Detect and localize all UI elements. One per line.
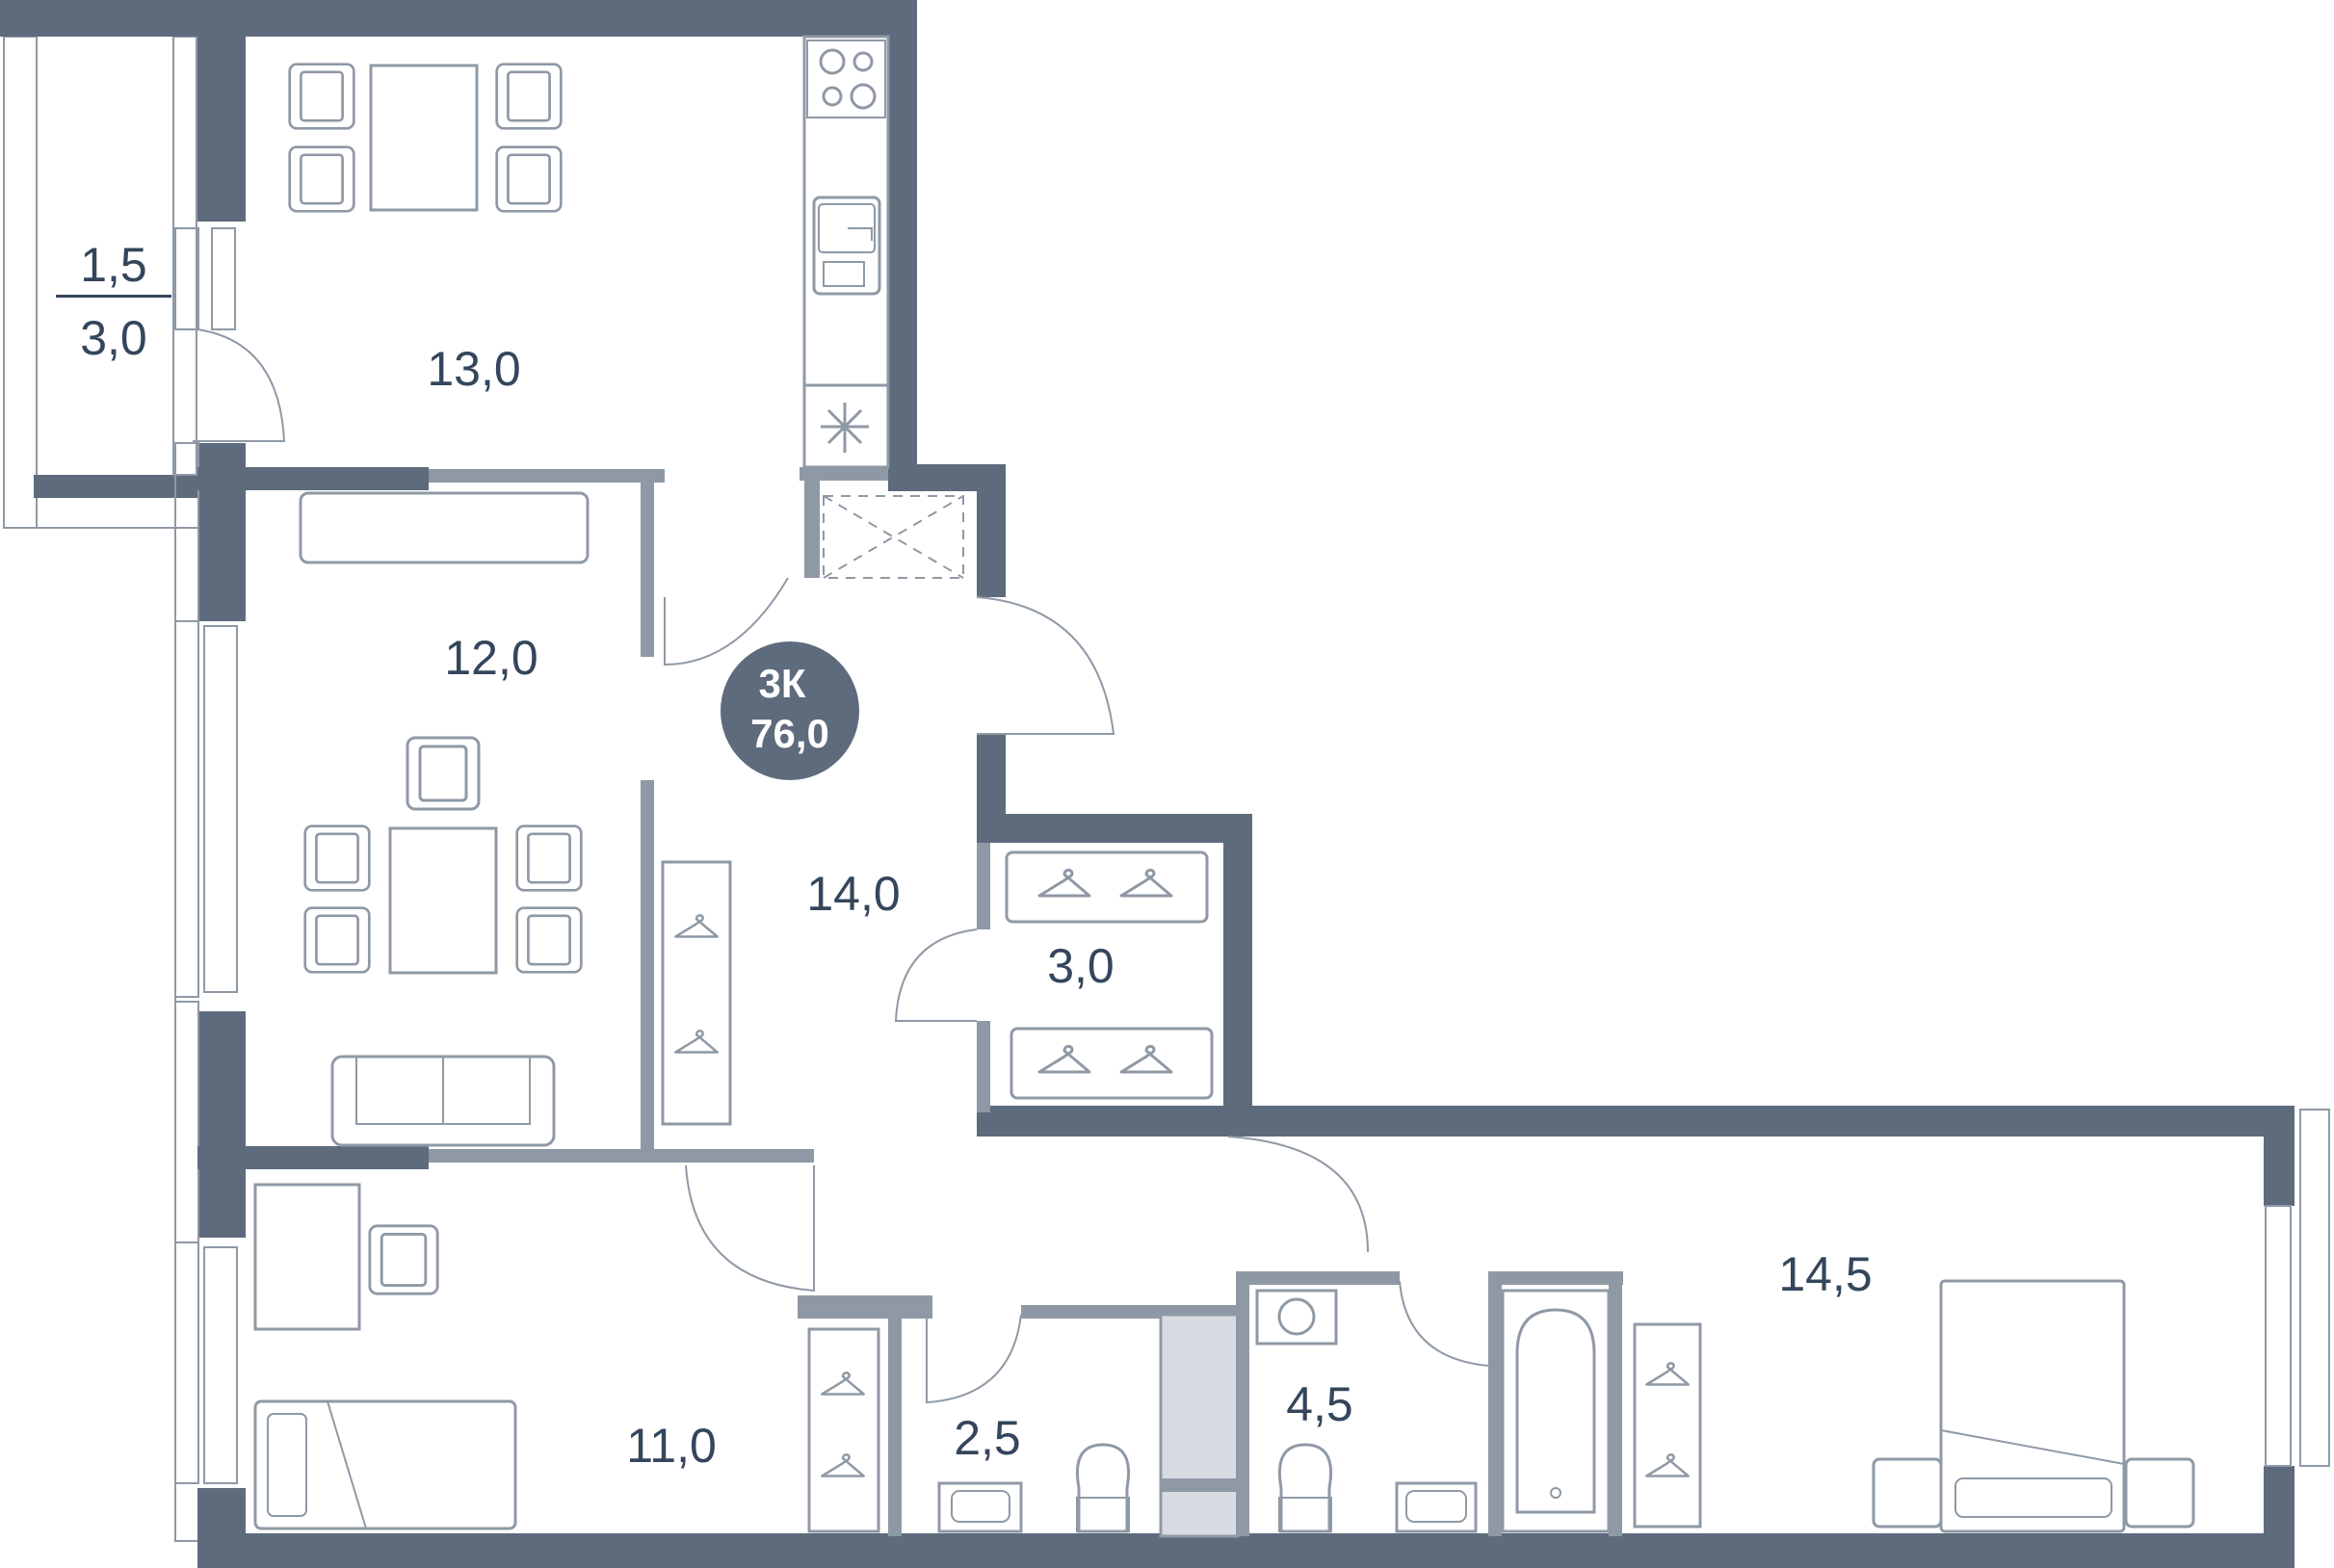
area-labels: 1,5 3,0 13,0 12,0 14,0 3,0 11,0 2,5 4,5 …: [56, 238, 1873, 1473]
clothes-hanger-icon: [1645, 1361, 1690, 1386]
toilet-icon: [1277, 1443, 1333, 1533]
apartment-type: 3К: [759, 661, 806, 706]
clothes-hanger-icon: [1037, 868, 1091, 898]
kitchen-area: 13,0: [427, 342, 520, 396]
snowflake-icon: [802, 383, 890, 469]
clothes-hanger-icon: [821, 1452, 865, 1477]
small-bedroom-furniture: [253, 1183, 880, 1533]
clothes-hanger-icon: [1119, 868, 1173, 898]
apartment-total-area: 76,0: [750, 711, 829, 756]
toilet-icon: [1075, 1443, 1131, 1533]
master-bedroom-area: 14,5: [1778, 1247, 1872, 1301]
sofa: [330, 1055, 556, 1147]
windows-left: [174, 227, 238, 1542]
doors: [193, 328, 1489, 1404]
clothes-hanger-icon: [1645, 1452, 1690, 1477]
wardrobe-hallway: [661, 860, 732, 1126]
kitchen-furniture: [288, 35, 890, 469]
apartment-badge: 3К 76,0: [721, 641, 859, 780]
wardrobe-room-furniture: [1005, 850, 1214, 1100]
washing-machine-icon: [1255, 1289, 1338, 1346]
balcony-fraction-bar: [56, 295, 171, 298]
stove-icon: [806, 39, 886, 118]
sink-icon: [1395, 1481, 1478, 1533]
small-bedroom-area: 11,0: [626, 1419, 717, 1473]
clothes-hanger-icon: [674, 913, 719, 938]
wardrobe-master: [1633, 1322, 1702, 1529]
clothes-hanger-icon: [674, 1029, 719, 1054]
sink-icon: [937, 1481, 1023, 1533]
clothes-hanger-icon: [1037, 1044, 1091, 1074]
hallway-area: 14,0: [806, 867, 900, 921]
living-room-area: 12,0: [444, 631, 538, 685]
interior-walls: [197, 467, 1623, 1538]
bathroom-area: 4,5: [1286, 1377, 1353, 1431]
clothes-hanger-icon: [1119, 1044, 1173, 1074]
wc-furniture: [937, 1443, 1131, 1533]
balcony-area-bottom: 3,0: [80, 311, 147, 365]
bathtub-icon: [1501, 1289, 1611, 1533]
sink-icon: [812, 196, 881, 296]
wc-area: 2,5: [954, 1411, 1021, 1465]
living-room-furniture: [299, 491, 732, 1147]
clothes-hanger-icon: [821, 1371, 865, 1396]
master-bedroom-furniture: [1872, 1279, 2195, 1533]
bed-small: [253, 1399, 517, 1530]
wardrobe-bedroom: [807, 1327, 880, 1533]
bathroom-furniture: [1255, 1289, 1702, 1533]
balcony-area-top: 1,5: [80, 238, 147, 292]
wardrobe-area: 3,0: [1047, 939, 1115, 993]
windows-right: [2265, 1109, 2330, 1467]
